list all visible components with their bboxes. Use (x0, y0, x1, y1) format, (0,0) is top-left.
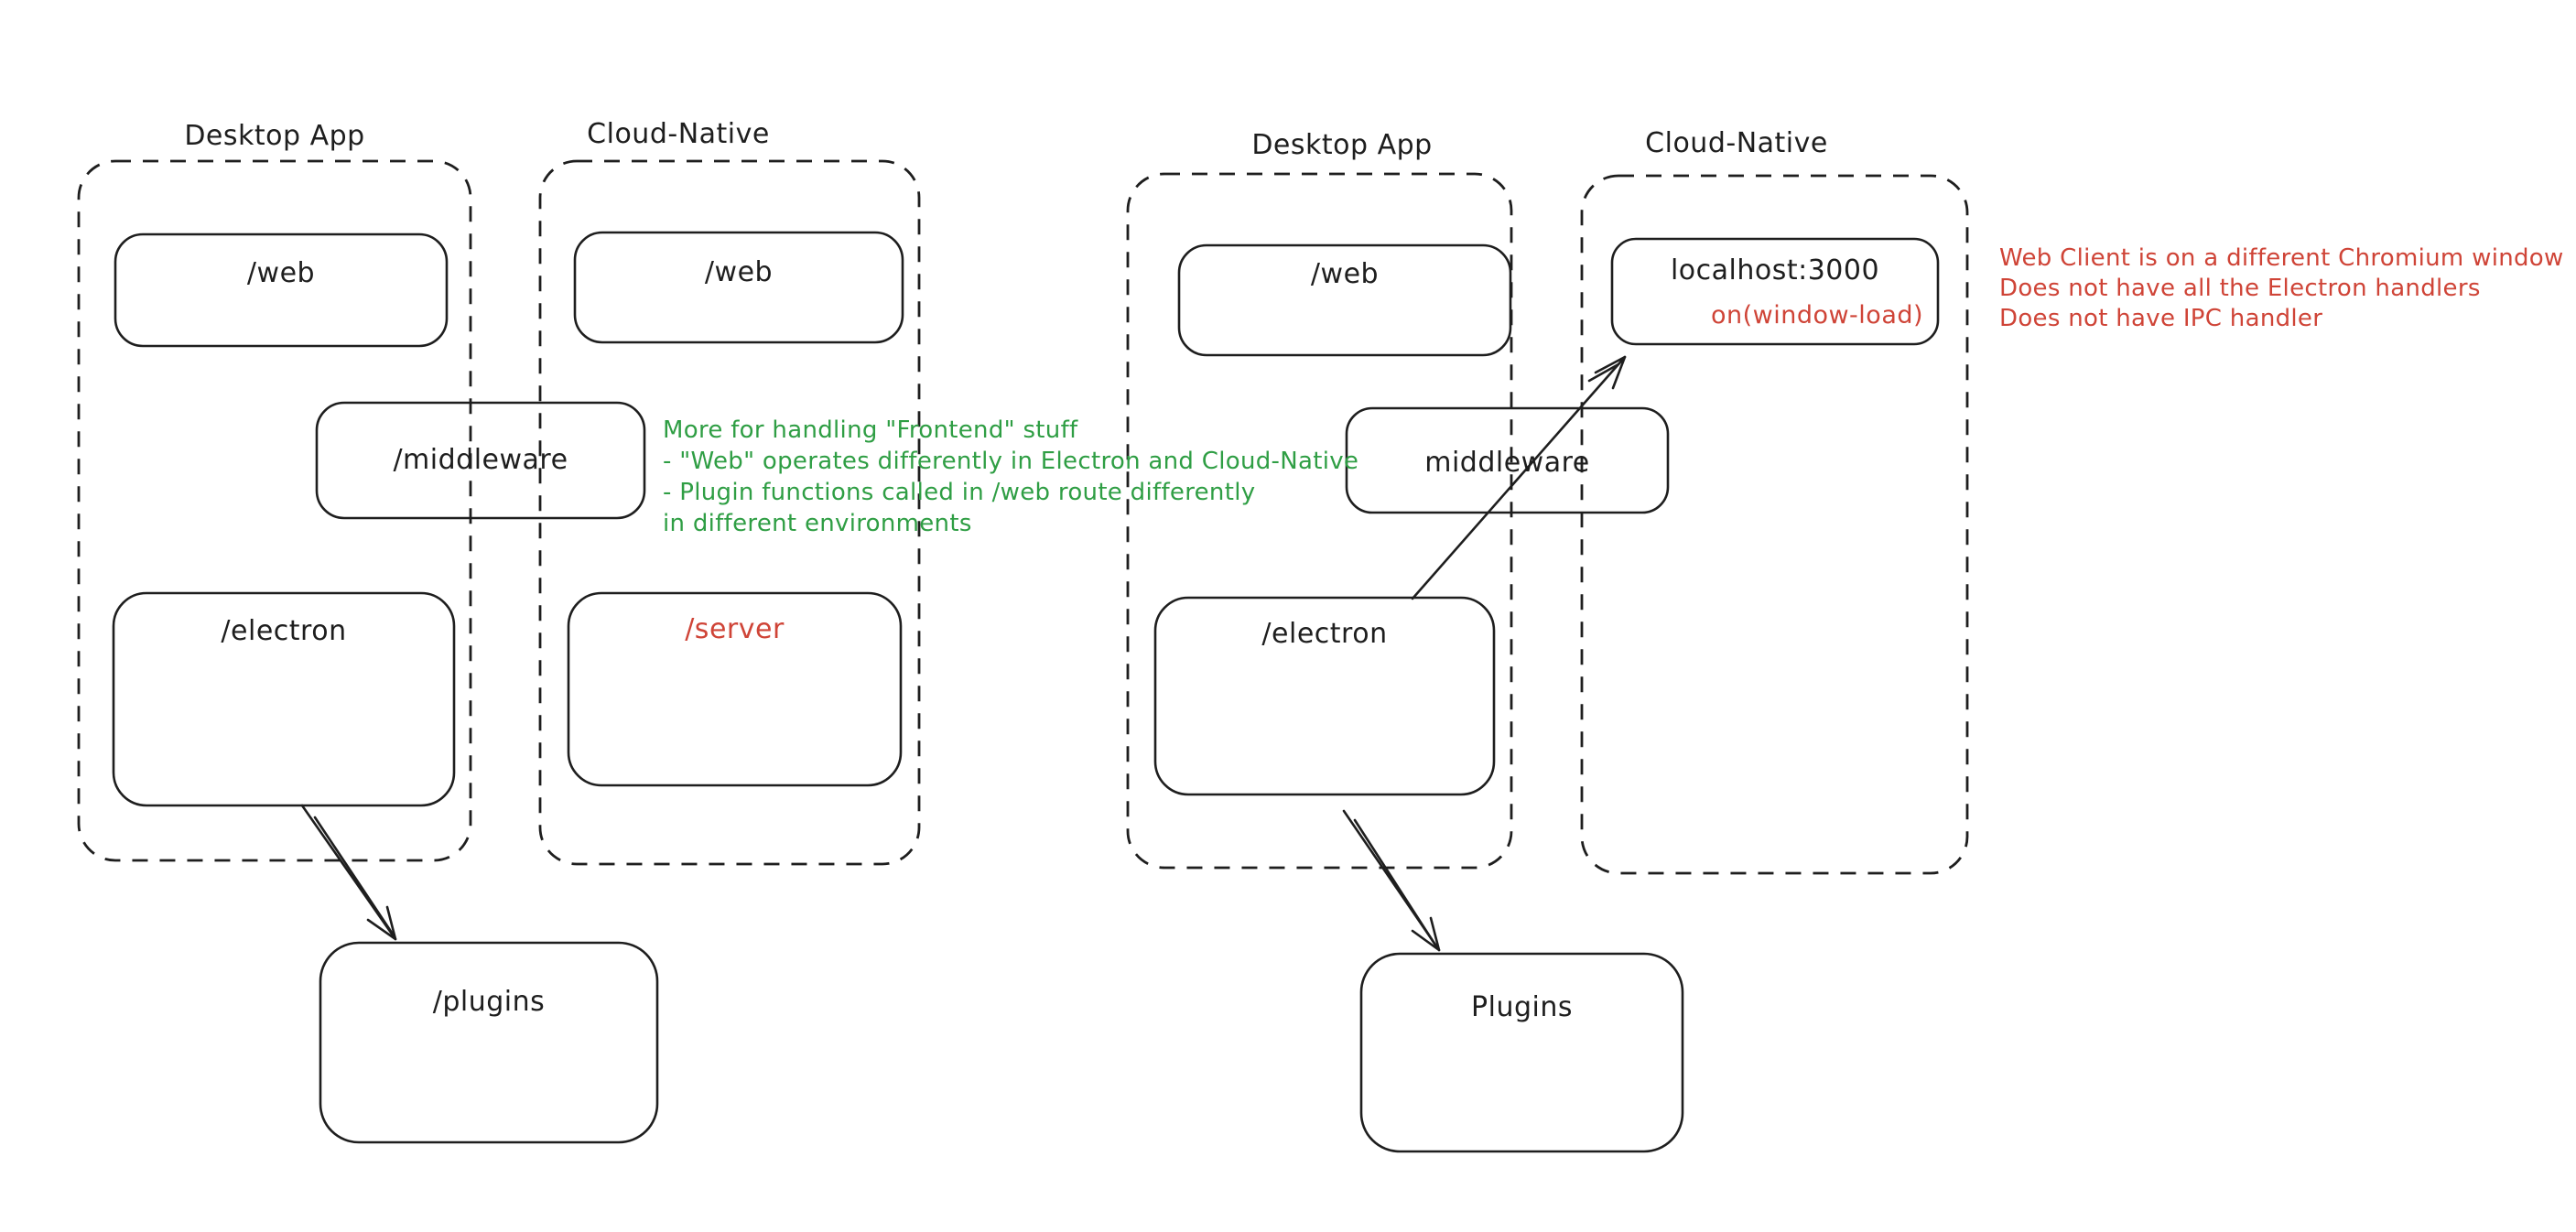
right-plugins-label: Plugins (1471, 991, 1573, 1023)
right-cloud-native-container (1580, 174, 1969, 875)
left-web-cloud-label: /web (704, 256, 774, 288)
left-web-desktop-box (114, 232, 449, 348)
right-electron-label: /electron (1261, 618, 1388, 650)
right-localhost-box (1610, 237, 1940, 346)
right-middleware-label: middleware (1424, 447, 1590, 479)
right-red-note-line-1: Web Client is on a different Chromium wi… (1999, 244, 2564, 272)
left-server-box (567, 591, 903, 787)
right-window-load-label: on(window-load) (1710, 301, 1924, 330)
arrow-right-electron-to-plugins (1342, 809, 1441, 952)
left-middleware-box (315, 401, 646, 520)
left-green-note-line-4: in different environments (663, 510, 972, 537)
left-green-note-line-2: - "Web" operates differently in Electron… (663, 448, 1359, 475)
left-electron-box (112, 591, 456, 807)
left-cloud-native-title: Cloud-Native (587, 118, 770, 150)
right-web-box (1177, 243, 1512, 357)
arrow-left-electron-to-plugins (300, 804, 397, 941)
left-web-cloud-box (573, 231, 904, 344)
right-desktop-app-title: Desktop App (1251, 129, 1433, 161)
left-green-note-line-3: - Plugin functions called in /web route … (663, 479, 1256, 506)
left-green-note: More for handling "Frontend" stuff - "We… (663, 415, 1358, 539)
right-electron-box (1153, 596, 1496, 796)
left-electron-label: /electron (221, 615, 347, 647)
left-green-note-line-1: More for handling "Frontend" stuff (663, 416, 1078, 444)
right-red-note: Web Client is on a different Chromium wi… (1999, 243, 2564, 334)
left-desktop-app-container (77, 159, 472, 862)
left-server-label: /server (685, 613, 785, 645)
right-localhost-label: localhost:3000 (1670, 254, 1880, 286)
right-cloud-native-title: Cloud-Native (1645, 127, 1828, 159)
right-middleware-box (1345, 406, 1670, 514)
right-web-label: /web (1310, 258, 1380, 290)
left-middleware-label: /middleware (393, 444, 568, 476)
left-web-desktop-label: /web (246, 257, 316, 289)
left-plugins-label: /plugins (432, 986, 546, 1018)
right-red-note-line-2: Does not have all the Electron handlers (1999, 275, 2481, 302)
left-desktop-app-title: Desktop App (184, 120, 365, 152)
right-red-note-line-3: Does not have IPC handler (1999, 305, 2323, 332)
left-cloud-native-container (538, 159, 921, 866)
arrow-right-electron-to-localhost (1411, 355, 1627, 600)
right-plugins-box (1359, 952, 1684, 1153)
left-plugins-box (319, 941, 659, 1144)
